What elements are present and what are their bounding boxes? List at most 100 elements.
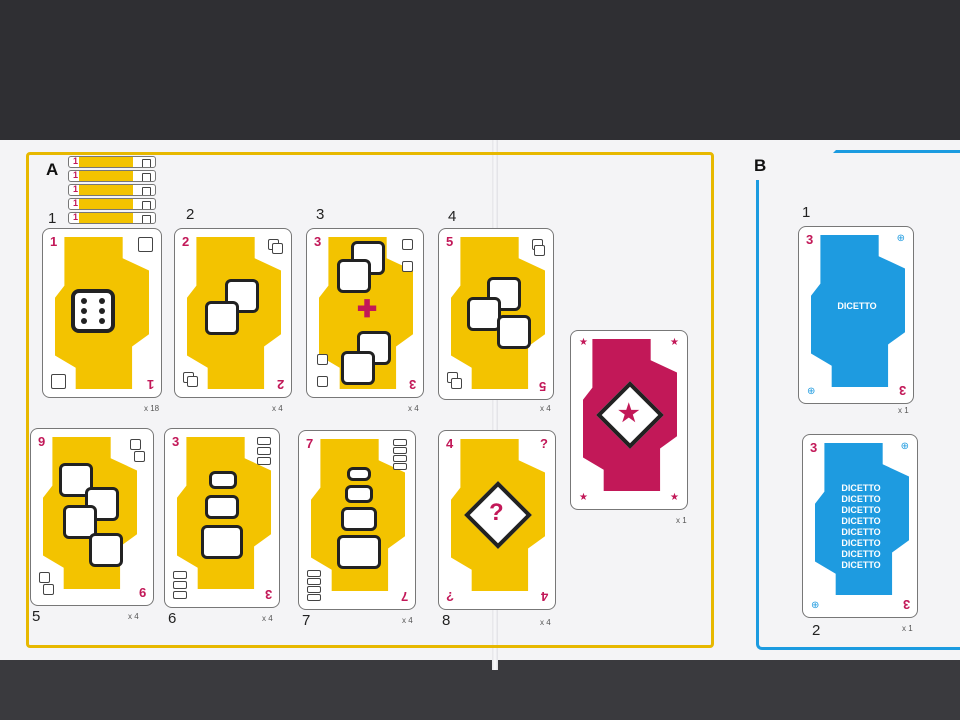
star-icon: ★ [670, 492, 679, 503]
card-value: 3 [314, 234, 322, 249]
count-card-8: x 4 [540, 618, 551, 627]
die-icon [51, 374, 66, 389]
card-6: 3 3 [164, 428, 280, 608]
die-icon [402, 239, 413, 250]
star-icon: ★ [579, 492, 588, 503]
plus-circle-icon: ⊕ [807, 386, 816, 397]
die-icon [43, 584, 54, 595]
plus-circle-icon: ⊕ [811, 600, 820, 611]
die-icon [402, 261, 413, 272]
star-icon: ★ [670, 337, 679, 348]
card-value: 7 [306, 436, 314, 451]
card-value: 7 [400, 589, 408, 604]
card-number-2: 2 [186, 206, 195, 223]
card-value: 4 [540, 589, 548, 604]
count-card-6: x 4 [262, 614, 273, 623]
card-value: 1 [50, 234, 58, 249]
plus-circle-icon: ⊕ [896, 233, 905, 244]
die-icon [497, 315, 531, 349]
sheet-fold [492, 140, 498, 670]
card-value: 3 [898, 383, 906, 398]
table-surface [0, 660, 960, 720]
die-icon [173, 571, 187, 579]
card-number-7: 7 [302, 612, 311, 629]
card-b2: 3 3 ⊕ ⊕ DICETTO DICETTO DICETTO DICETTO … [802, 434, 918, 618]
card-b-number-2: 2 [812, 622, 821, 639]
count-card-1: x 18 [144, 404, 160, 413]
die-icon [307, 578, 321, 585]
card-value: 9 [38, 434, 46, 449]
star-icon: ★ [618, 400, 640, 427]
die-icon [451, 378, 462, 389]
star-icon: ★ [579, 337, 588, 348]
die-icon [345, 485, 373, 503]
die-icon [307, 586, 321, 593]
plus-circle-icon: ⊕ [900, 441, 909, 452]
die-icon [205, 495, 239, 519]
question-value: ? [446, 589, 454, 604]
die-icon [317, 354, 328, 365]
count-card-2: x 4 [272, 404, 283, 413]
card-value: 2 [276, 377, 284, 392]
die-icon [201, 525, 243, 559]
card-value: 3 [172, 434, 180, 449]
count-card-b1: x 1 [898, 406, 909, 415]
card-value: 2 [182, 234, 190, 249]
card-value: 9 [138, 585, 146, 600]
die-icon [341, 507, 377, 531]
die-icon [341, 351, 375, 385]
die-icon [534, 245, 545, 256]
card-7: 7 7 [298, 430, 416, 610]
count-special-card: x 1 [676, 516, 687, 525]
card-value: 3 [806, 232, 814, 247]
die-icon [257, 457, 271, 465]
card-band [811, 235, 905, 387]
die-icon [337, 259, 371, 293]
card-value: 1 [146, 377, 154, 392]
die-icon [173, 581, 187, 589]
card-1: 1 1 [42, 228, 162, 398]
card-number-3: 3 [316, 206, 325, 223]
card-value: 3 [810, 440, 818, 455]
stacked-card: 1 [68, 212, 156, 224]
card-title: DICETTO [837, 301, 877, 311]
stacked-card: 1 [68, 198, 156, 210]
die-icon [347, 467, 371, 481]
die-icon [209, 471, 237, 489]
card-4: 5 5 [438, 228, 554, 400]
die-icon [393, 463, 407, 470]
six-die-icon [71, 289, 115, 333]
card-number-1: 1 [48, 210, 57, 227]
die-icon [272, 243, 283, 254]
die-icon [134, 451, 145, 462]
section-a-frame [26, 152, 714, 648]
die-icon [39, 572, 50, 583]
special-card: ★ ★ ★ ★ ★ [570, 330, 688, 510]
count-card-b2: x 1 [902, 624, 913, 633]
die-icon [257, 447, 271, 455]
card-title-repeat: DICETTO DICETTO DICETTO DICETTO DICETTO … [841, 483, 881, 570]
card-3: 3 3 ✚ [306, 228, 424, 398]
stacked-card: 1 [68, 184, 156, 196]
section-b-frame [756, 150, 960, 650]
section-b-label: B [754, 156, 767, 175]
count-card-7: x 4 [402, 616, 413, 625]
card-value: 5 [538, 379, 546, 394]
card-number-5: 5 [32, 608, 41, 625]
count-card-4: x 4 [540, 404, 551, 413]
card-value: 4 [446, 436, 454, 451]
die-icon [85, 487, 119, 521]
die-icon [173, 591, 187, 599]
card-value: 5 [446, 234, 454, 249]
card-value: 3 [902, 597, 910, 612]
card-number-8: 8 [442, 612, 451, 629]
die-icon [130, 439, 141, 450]
die-icon [337, 535, 381, 569]
card-8: 4 4 ? ? ? [438, 430, 556, 610]
card-value: 3 [264, 587, 272, 602]
question-mark-icon: ? [489, 499, 504, 526]
die-icon [393, 455, 407, 462]
card-number-4: 4 [448, 208, 457, 225]
die-icon [317, 376, 328, 387]
card-b-number-1: 1 [802, 204, 811, 221]
